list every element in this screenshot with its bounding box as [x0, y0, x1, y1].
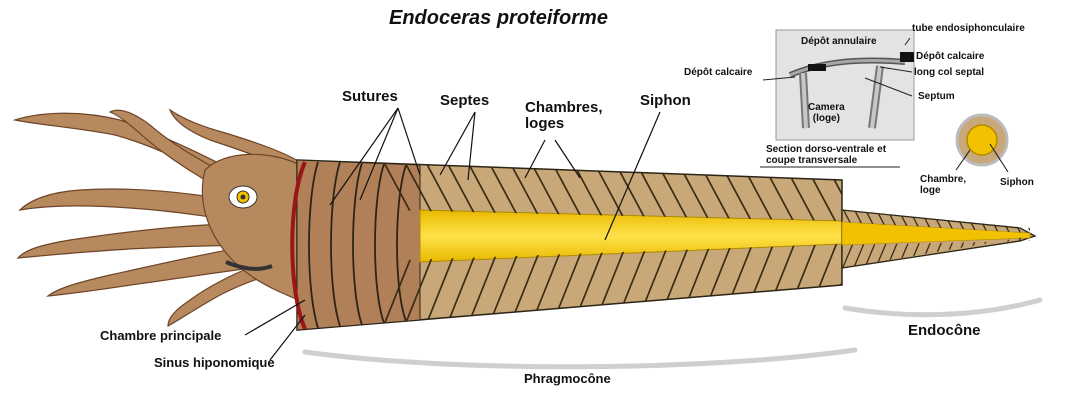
- label-septes: Septes: [440, 93, 489, 109]
- eye: [229, 186, 257, 208]
- diagram-title: Endoceras proteiforme: [389, 8, 608, 29]
- septum-line: [1028, 234, 1044, 272]
- phragmocone-shell: [292, 155, 901, 335]
- inset-label-depot-annulaire: Dépôt annulaire: [801, 37, 877, 48]
- septum-line: [1028, 205, 1044, 236]
- inset-label-section: Section dorso-ventrale et coupe transver…: [766, 145, 886, 166]
- inset-label-tube-endosiphonculaire: tube endosiphonculaire: [912, 24, 1025, 35]
- inset-label-depot-calcaire-left: Dépôt calcaire: [684, 68, 752, 79]
- label-siphon: Siphon: [640, 93, 691, 109]
- label-chambre-principale: Chambre principale: [100, 329, 221, 343]
- inset-label-camera-loge: Camera (loge): [808, 103, 845, 124]
- label-sutures: Sutures: [342, 89, 398, 105]
- animal-soft-body: [15, 110, 322, 326]
- label-endocone: Endocône: [908, 323, 981, 339]
- inset-label-depot-calcaire-right: Dépôt calcaire: [916, 52, 984, 63]
- cross-section: [956, 115, 1008, 172]
- label-sinus-hiponomique: Sinus hiponomique: [154, 356, 275, 370]
- label-phragmocone: Phragmocône: [524, 372, 611, 386]
- label-chambres-loges: Chambres, loges: [525, 100, 603, 132]
- septum-line: [1039, 205, 1055, 236]
- cross-section-label-chambre-loge: Chambre, loge: [920, 175, 966, 196]
- inset-label-septum: Septum: [918, 92, 955, 103]
- septum-line: [1039, 234, 1055, 272]
- cross-section-label-siphon: Siphon: [1000, 178, 1034, 189]
- inset-label-long-col-septal: long col septal: [914, 68, 984, 79]
- endocone-shell: [830, 205, 1055, 272]
